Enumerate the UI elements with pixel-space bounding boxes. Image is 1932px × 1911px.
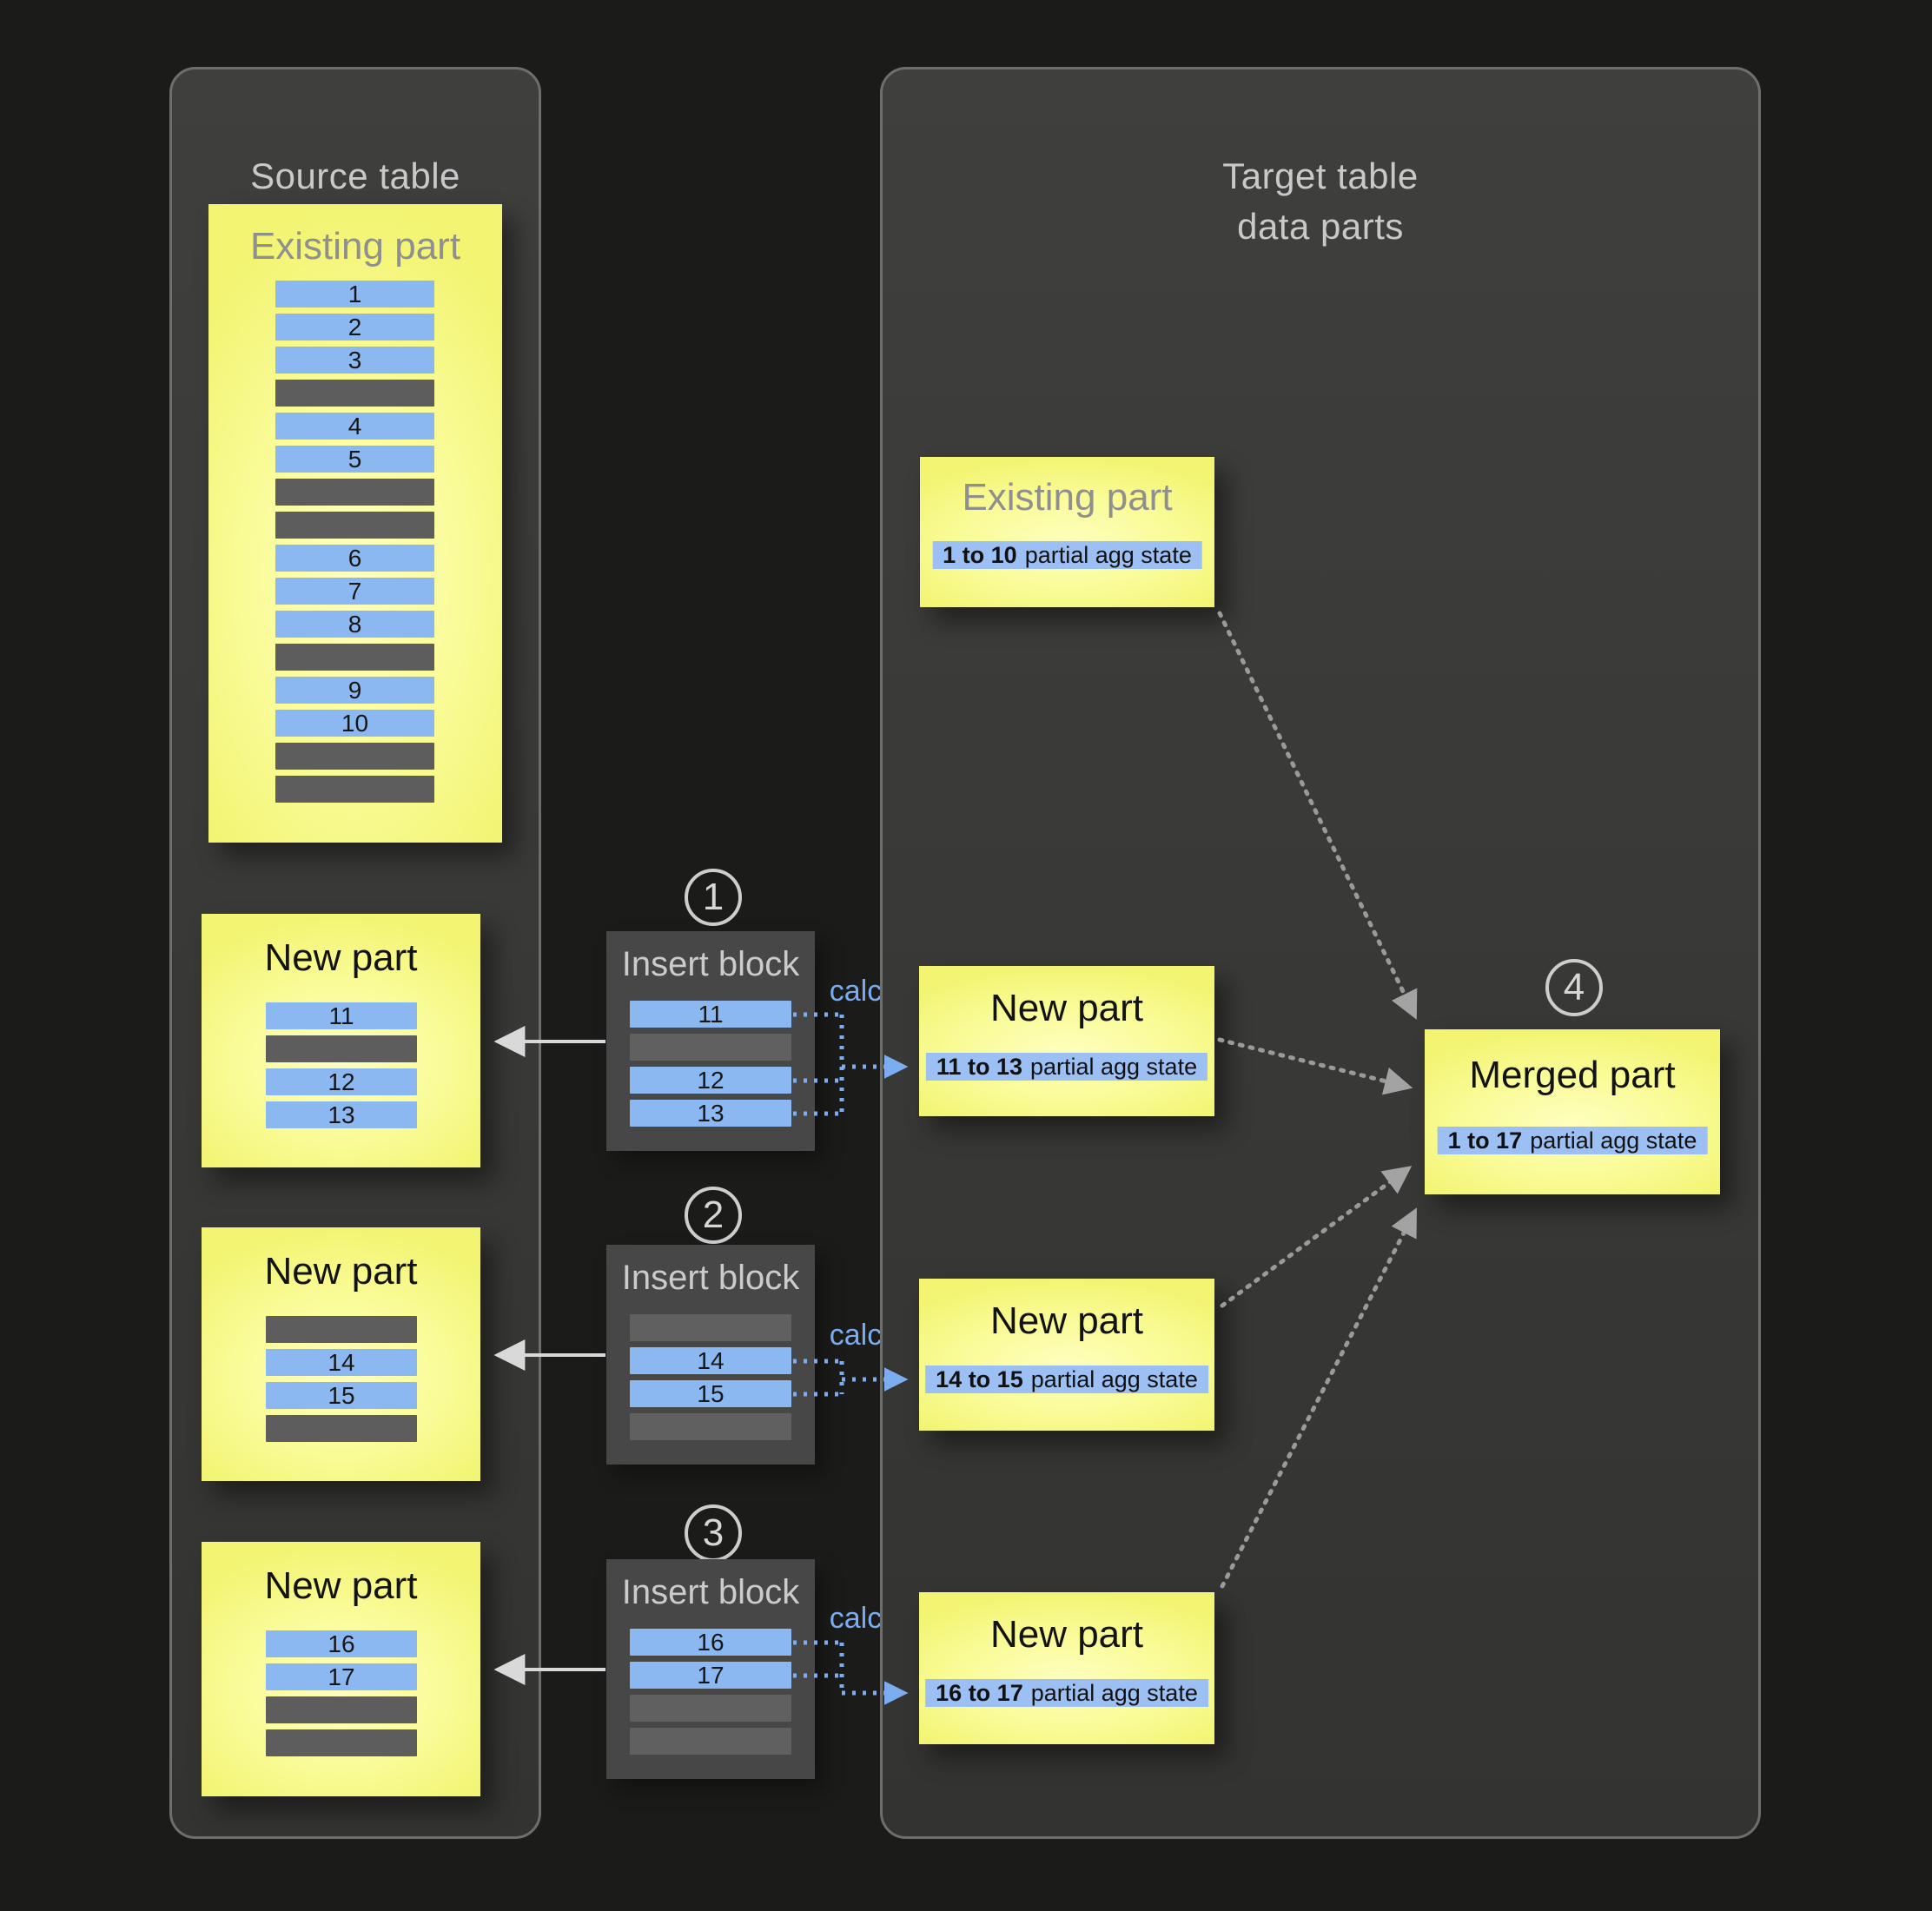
gap-row	[266, 1316, 417, 1343]
gap-row	[630, 1728, 791, 1755]
insert-block-2-title: Insert block	[621, 1259, 800, 1297]
target-panel-title-line2: data parts	[1237, 206, 1404, 247]
data-row: 6	[275, 545, 434, 572]
calc-label-3: calc	[829, 1602, 883, 1635]
data-row: 4	[275, 413, 434, 440]
data-row: 14	[630, 1347, 791, 1374]
source-existing-part-rows: 1 2 3 4 5 6 7 8 9 10	[275, 281, 434, 809]
gap-row	[266, 1415, 417, 1442]
gap-row	[275, 479, 434, 506]
insert-block-1-title: Insert block	[621, 945, 800, 983]
source-panel-title-line1: Source table	[250, 155, 460, 196]
data-row: 13	[630, 1100, 791, 1127]
gap-row	[266, 1696, 417, 1723]
target-new-part-1: New part 11 to 13 partial agg state	[919, 966, 1214, 1116]
target-existing-part-state: 1 to 10 partial agg state	[932, 541, 1202, 569]
target-new-part-3-title: New part	[989, 1613, 1144, 1656]
target-new-part-3: New part 16 to 17 partial agg state	[919, 1592, 1214, 1744]
state-label: partial agg state	[1030, 1366, 1198, 1392]
target-new-part-3-state: 16 to 17 partial agg state	[925, 1679, 1208, 1707]
data-row: 3	[275, 347, 434, 374]
gap-row	[266, 1729, 417, 1756]
target-new-part-1-state: 11 to 13 partial agg state	[925, 1053, 1208, 1081]
source-new-part-1-title: New part	[264, 936, 418, 979]
calc-label-2: calc	[829, 1319, 883, 1352]
gap-row	[275, 743, 434, 770]
data-row: 7	[275, 578, 434, 605]
target-merged-part-title: Merged part	[1469, 1054, 1676, 1096]
target-new-part-2-state: 14 to 15 partial agg state	[925, 1365, 1208, 1393]
data-row: 16	[266, 1630, 417, 1657]
gap-row	[275, 512, 434, 539]
data-row: 11	[630, 1001, 791, 1028]
data-row: 13	[266, 1101, 417, 1128]
data-row: 12	[630, 1067, 791, 1094]
data-row: 8	[275, 611, 434, 638]
data-row: 2	[275, 314, 434, 341]
data-row: 12	[266, 1068, 417, 1095]
target-merged-part: Merged part 1 to 17 partial agg state	[1425, 1029, 1720, 1194]
data-row: 15	[266, 1382, 417, 1409]
data-row: 17	[266, 1663, 417, 1690]
step-3-badge: 3	[685, 1504, 742, 1562]
target-table-panel: Target table data parts	[880, 67, 1761, 1839]
data-row: 10	[275, 710, 434, 737]
data-row: 16	[630, 1629, 791, 1656]
gap-row	[275, 644, 434, 671]
insert-block-1-rows: 11 12 13	[630, 1001, 791, 1133]
target-new-part-2-title: New part	[989, 1299, 1144, 1342]
data-row: 15	[630, 1380, 791, 1407]
insert-block-1: Insert block 11 12 13	[606, 931, 815, 1151]
gap-row	[266, 1035, 417, 1062]
state-label: partial agg state	[1029, 1054, 1198, 1080]
state-range: 16 to 17	[936, 1680, 1023, 1706]
source-existing-part-title: Existing part	[249, 225, 461, 268]
data-row: 14	[266, 1349, 417, 1376]
target-existing-part: Existing part 1 to 10 partial agg state	[920, 457, 1214, 607]
insert-block-3-title: Insert block	[621, 1573, 800, 1611]
target-merged-part-state: 1 to 17 partial agg state	[1437, 1127, 1708, 1154]
data-row: 9	[275, 677, 434, 704]
calc-label-1: calc	[829, 975, 883, 1008]
data-row: 5	[275, 446, 434, 473]
source-new-part-1: New part 11 12 13	[202, 914, 480, 1167]
state-range: 1 to 17	[1447, 1127, 1523, 1154]
gap-row	[275, 776, 434, 803]
target-new-part-2: New part 14 to 15 partial agg state	[919, 1279, 1214, 1431]
data-row: 17	[630, 1662, 791, 1689]
target-panel-title-line1: Target table	[1222, 155, 1419, 196]
step-4-badge: 4	[1545, 959, 1603, 1016]
gap-row	[630, 1695, 791, 1722]
gap-row	[630, 1034, 791, 1061]
state-range: 14 to 15	[936, 1366, 1023, 1392]
step-2-badge: 2	[685, 1187, 742, 1244]
source-new-part-1-rows: 11 12 13	[266, 1002, 417, 1134]
target-panel-title: Target table data parts	[883, 151, 1758, 252]
state-label: partial agg state	[1030, 1680, 1198, 1706]
gap-row	[630, 1413, 791, 1440]
data-row: 1	[275, 281, 434, 307]
target-new-part-1-title: New part	[989, 987, 1144, 1029]
target-existing-part-title: Existing part	[962, 476, 1173, 519]
gap-row	[275, 380, 434, 407]
source-existing-part: Existing part 1 2 3 4 5 6 7 8 9 10	[208, 204, 502, 843]
state-range: 11 to 13	[936, 1054, 1022, 1080]
state-label: partial agg state	[1024, 542, 1192, 568]
source-new-part-2-title: New part	[264, 1250, 418, 1293]
state-range: 1 to 10	[943, 542, 1017, 568]
state-label: partial agg state	[1530, 1127, 1697, 1154]
gap-row	[630, 1314, 791, 1341]
data-row: 11	[266, 1002, 417, 1029]
step-1-badge: 1	[685, 869, 742, 926]
source-new-part-3-title: New part	[264, 1564, 418, 1607]
